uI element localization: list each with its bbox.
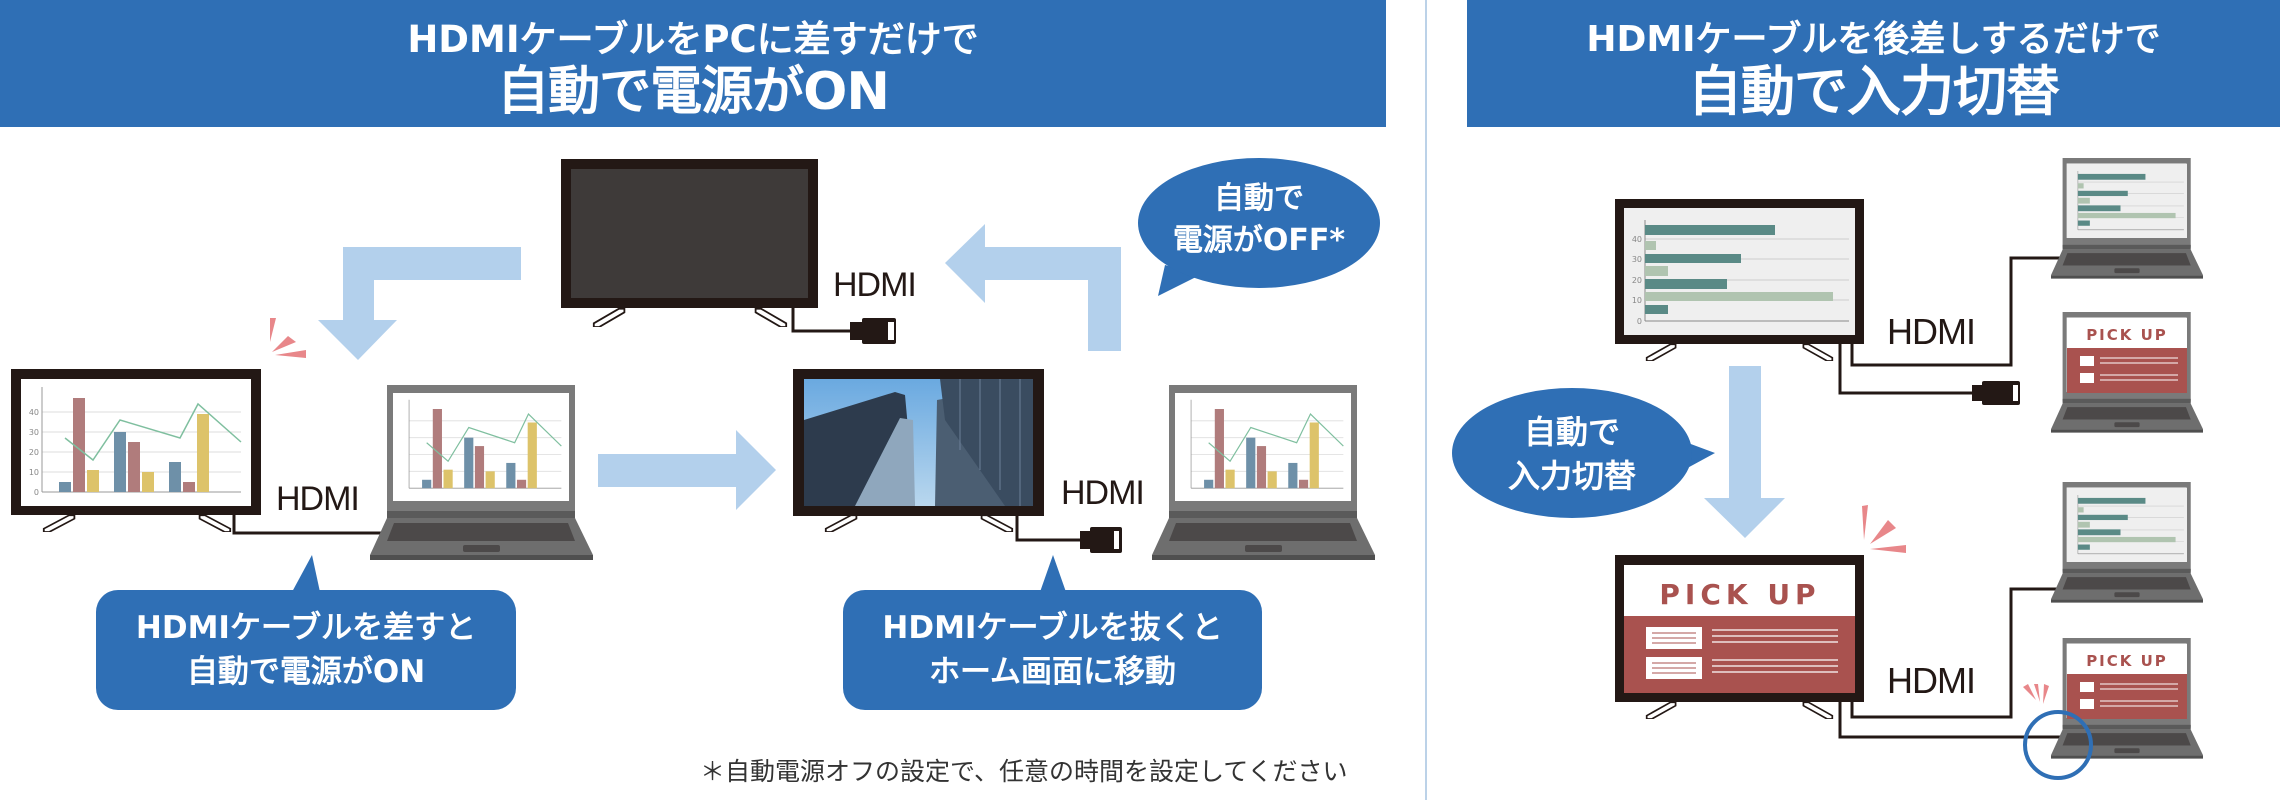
callout-bubble-home <box>843 555 1262 710</box>
hdmi-connector-icon <box>1972 385 1984 401</box>
laptop-screen-chart <box>2067 164 2187 238</box>
callout-line: HDMIケーブルを抜くと <box>882 610 1223 646</box>
callout-line: 自動で電源がON <box>186 654 426 690</box>
hdmi-cable <box>1850 587 2060 719</box>
bubble-line: 入力切替 <box>1507 457 1636 495</box>
arrow-down-icon <box>1704 366 1785 538</box>
pickup-label: PICK UP <box>2086 652 2168 670</box>
tv-home-screen <box>793 369 1122 553</box>
tv-input-chart: 0 10 20 30 40 <box>1615 199 1864 361</box>
chart-tick: 20 <box>29 448 39 457</box>
alert-marks-icon <box>2023 684 2049 704</box>
laptop-screen-chart <box>1175 393 1351 500</box>
hdmi-label: HDMI <box>833 266 917 304</box>
chart-tick: 40 <box>1632 235 1642 244</box>
hdmi-port-highlight-circle <box>2023 710 2093 780</box>
chart-tick: 40 <box>29 408 39 417</box>
hdmi-label: HDMI <box>1887 660 1976 701</box>
chart-tick: 0 <box>1637 317 1642 326</box>
bubble-line: 自動で <box>1214 181 1304 216</box>
callout-on-text: HDMIケーブルを差すと 自動で電源がON <box>96 606 516 694</box>
tv-powered-on-chart: 0 10 20 30 40 <box>11 369 261 532</box>
chart-tick: 20 <box>1632 276 1642 285</box>
speech-bubble-auto-switch <box>1452 388 1715 518</box>
bubble-auto-off-text: 自動で 電源がOFF* <box>1138 178 1380 262</box>
hdmi-cable <box>232 515 388 535</box>
alert-marks-icon <box>270 318 306 358</box>
chart-tick: 0 <box>34 488 39 497</box>
hdmi-connector-icon <box>850 322 864 340</box>
right-header-title: 自動で入力切替 <box>1688 60 2060 123</box>
hdmi-label: HDMI <box>1887 311 1976 352</box>
chart-tick: 10 <box>29 468 39 477</box>
arrow-left-icon <box>945 224 1121 351</box>
footnote: ＊自動電源オフの設定で、任意の時間を設定してください <box>700 757 1348 786</box>
hdmi-label: HDMI <box>276 480 360 518</box>
panel-divider <box>1425 0 1427 800</box>
hdmi-label: HDMI <box>1061 474 1145 512</box>
callout-line: ホーム画面に移動 <box>928 654 1177 690</box>
arrow-down-icon <box>318 247 521 360</box>
tv-stand <box>592 307 626 327</box>
callout-home-text: HDMIケーブルを抜くと ホーム画面に移動 <box>843 606 1262 694</box>
bubble-auto-switch-text: 自動で 入力切替 <box>1452 410 1692 498</box>
pickup-label: PICK UP <box>1659 578 1820 611</box>
hdmi-connector-icon <box>1080 531 1092 549</box>
hdmi-cable-plugged <box>1838 702 2062 739</box>
laptop-screen-chart <box>2067 488 2187 562</box>
alert-marks-icon <box>1862 505 1906 553</box>
callout-line: HDMIケーブルを差すと <box>135 610 477 646</box>
laptop-screen-pickup: PICK UP <box>2067 318 2187 393</box>
pickup-label: PICK UP <box>2086 326 2168 344</box>
tv-input-pickup: PICK UP <box>1615 555 1864 719</box>
left-header-banner: HDMIケーブルをPCに差すだけで 自動で電源がON <box>0 0 1386 127</box>
speech-bubble-auto-off <box>1138 158 1380 296</box>
left-header-subtitle: HDMIケーブルをPCに差すだけで <box>407 18 979 61</box>
right-header-subtitle: HDMIケーブルを後差しするだけで <box>1586 19 2161 60</box>
right-header-banner: HDMIケーブルを後差しするだけで 自動で入力切替 <box>1467 0 2280 127</box>
bubble-line: 電源がOFF* <box>1172 223 1346 258</box>
tv-powered-off <box>561 159 896 344</box>
laptop-screen-pickup: PICK UP <box>2067 644 2187 719</box>
callout-bubble-on <box>96 555 516 710</box>
arrow-right-icon <box>598 430 776 510</box>
hdmi-cable <box>1850 256 2060 367</box>
left-header-title: 自動で電源がON <box>497 62 890 122</box>
chart-tick: 30 <box>29 428 39 437</box>
hdmi-cable-unplugged <box>1838 344 1975 395</box>
chart-tick: 10 <box>1632 296 1642 305</box>
laptop-screen-chart <box>393 393 569 500</box>
tv-stand <box>754 307 788 327</box>
bubble-line: 自動で <box>1523 413 1620 451</box>
chart-tick: 30 <box>1632 255 1642 264</box>
